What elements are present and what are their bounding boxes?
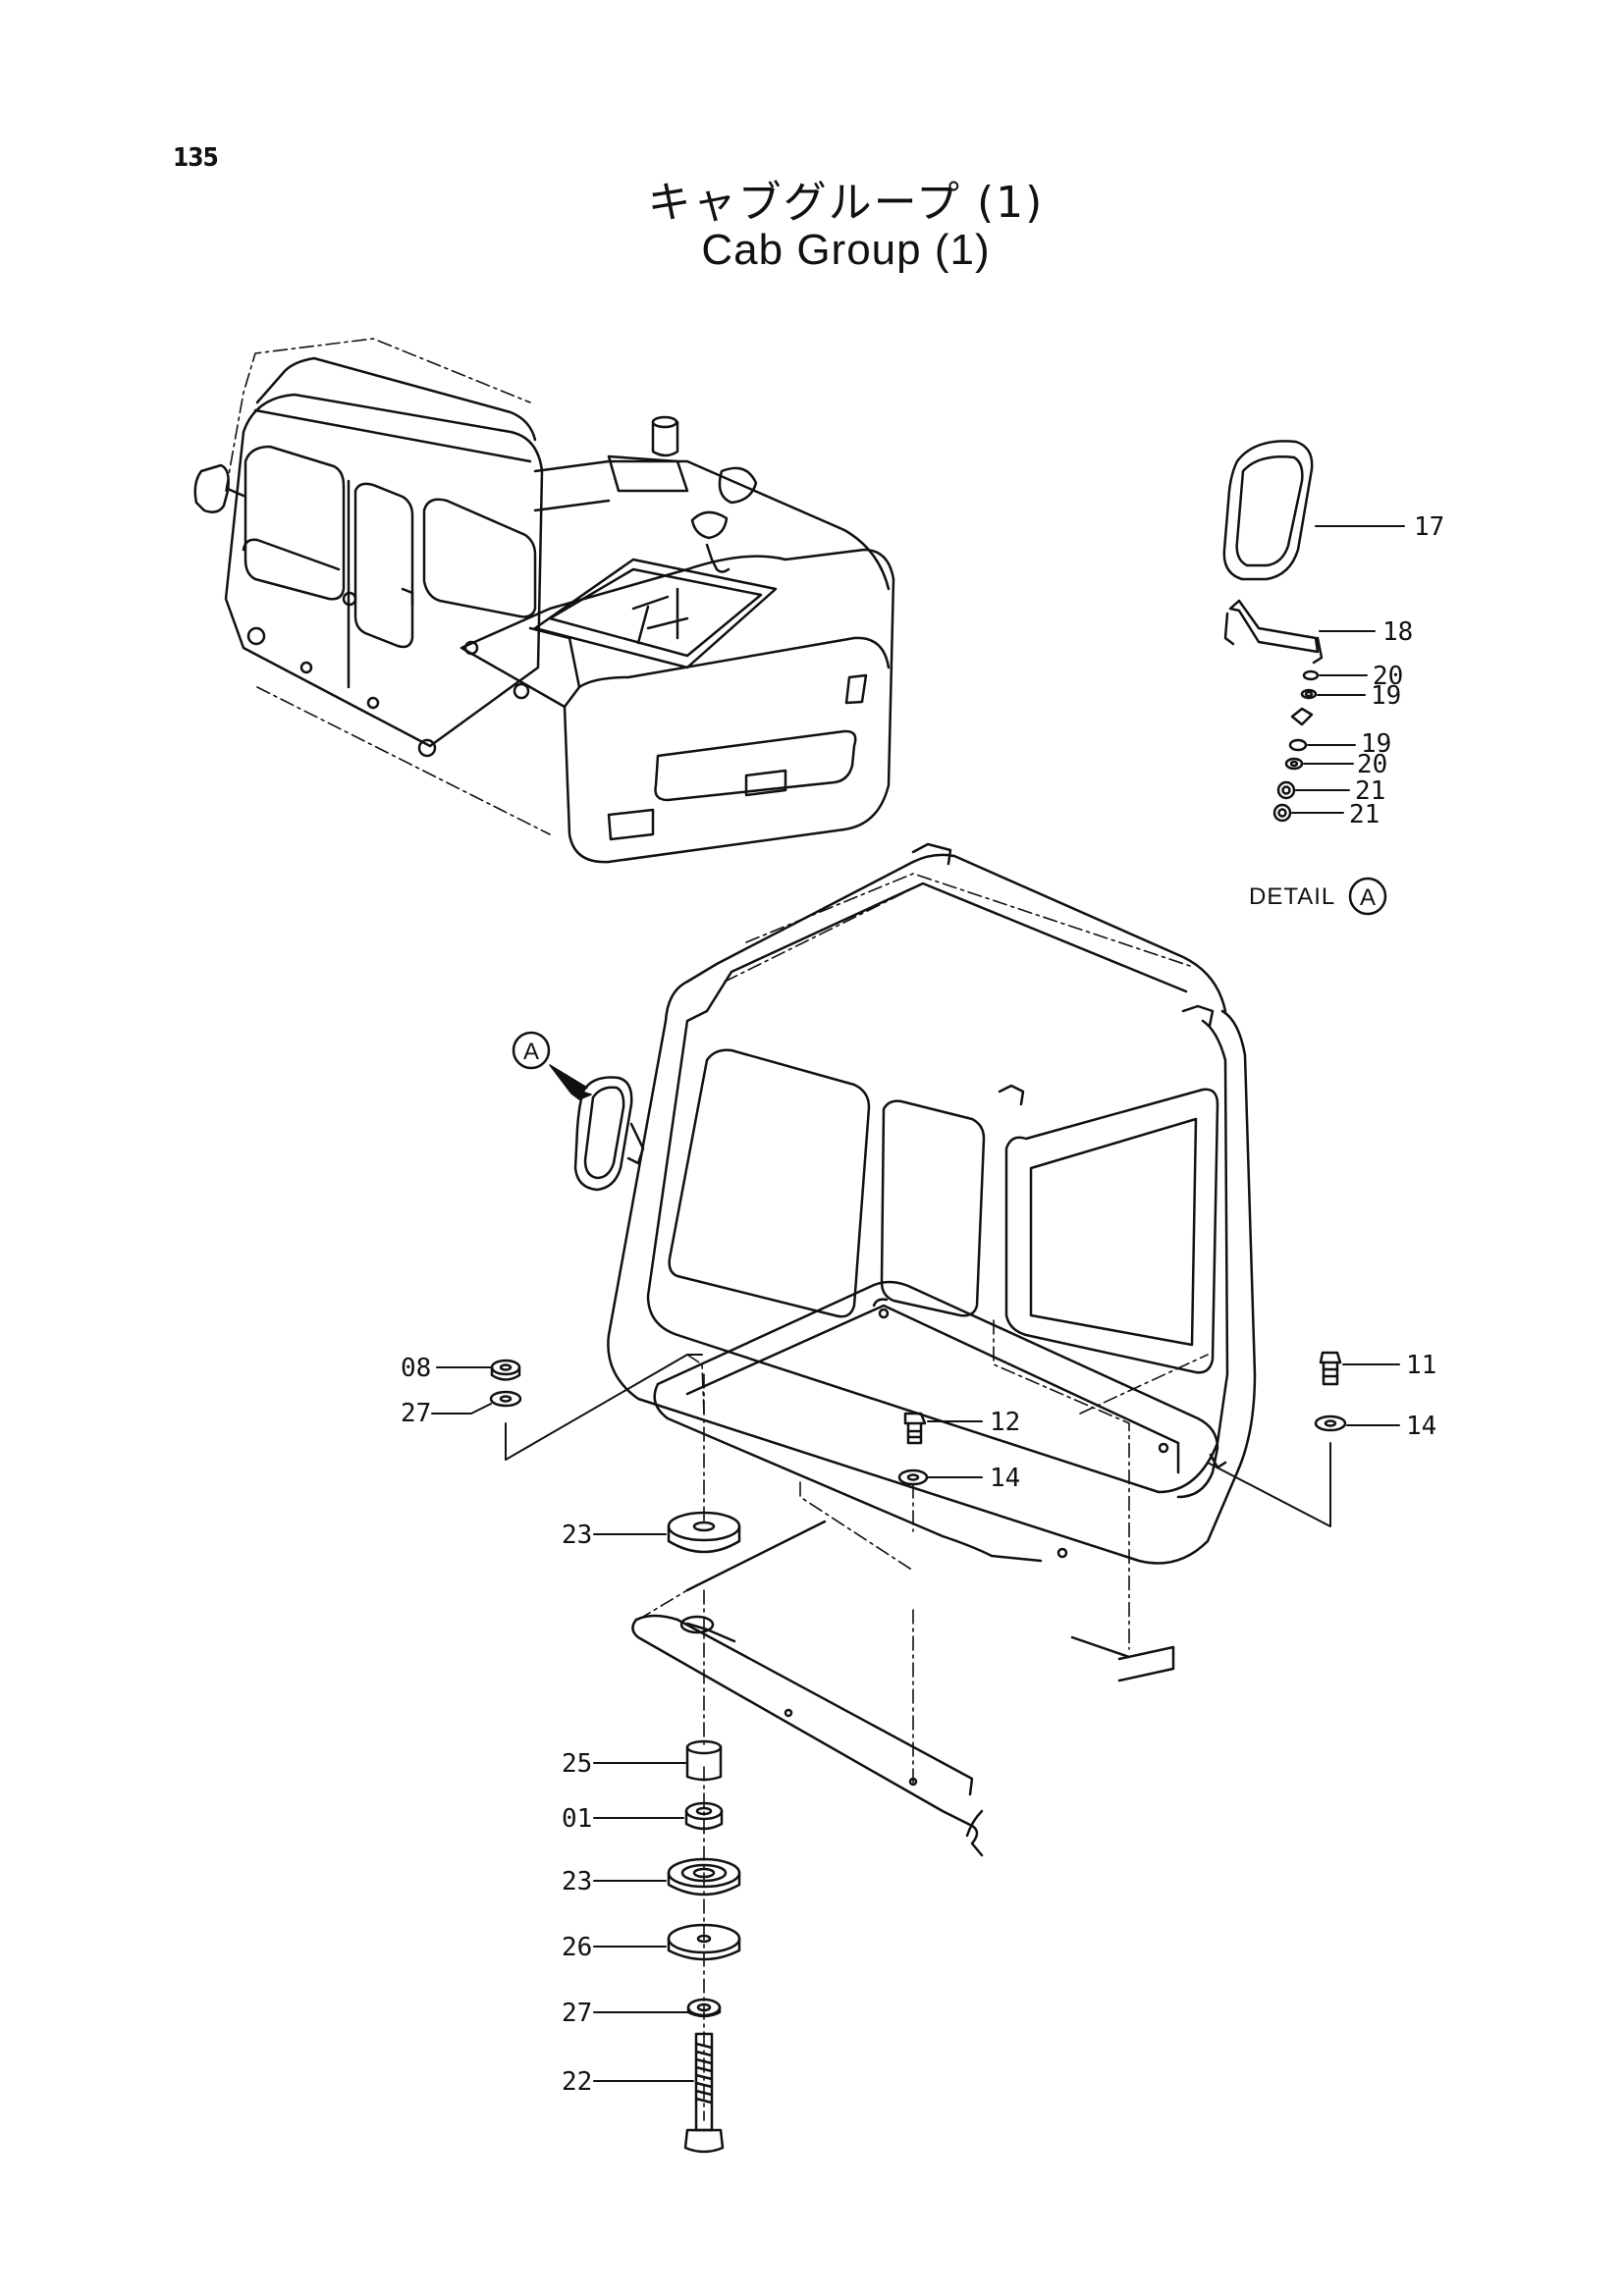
mirror-detail-exploded-view (1222, 440, 1405, 916)
callout-25: 25 (562, 1749, 592, 1779)
page-number: 135 (173, 143, 219, 173)
cab-mount-hardware (431, 1319, 1400, 2154)
callout-17: 17 (1414, 512, 1444, 542)
callout-14-center: 14 (990, 1464, 1020, 1493)
machine-overview-illustration (193, 338, 895, 864)
callout-08: 08 (401, 1354, 431, 1383)
callout-21-lower: 21 (1349, 800, 1380, 829)
callout-19-upper: 19 (1371, 681, 1401, 711)
mirror-pointer-label: A (523, 1039, 540, 1065)
callout-21-upper: 21 (1355, 776, 1385, 806)
cab-mirror-reference (512, 1031, 645, 1192)
detail-ref-circle-label: A (1360, 884, 1377, 911)
callout-22: 22 (562, 2067, 592, 2097)
callout-23-upper: 23 (562, 1521, 592, 1550)
callout-18: 18 (1382, 617, 1413, 647)
page-title-japanese: キャブグループ (1) (647, 178, 1045, 228)
callout-27-upper: 27 (401, 1399, 431, 1428)
callout-23-lower: 23 (562, 1867, 592, 1896)
callout-12: 12 (990, 1408, 1020, 1437)
main-cab-illustration (607, 842, 1257, 1857)
callout-11: 11 (1406, 1351, 1436, 1380)
callout-27-lower: 27 (562, 1999, 592, 2028)
callout-01: 01 (562, 1804, 592, 1834)
detail-label: DETAIL (1249, 883, 1335, 910)
callout-26: 26 (562, 1933, 592, 1962)
callout-19-lower: 19 (1361, 729, 1391, 759)
callout-20-lower: 20 (1357, 750, 1387, 779)
page-title-english: Cab Group (1) (701, 226, 991, 274)
callout-20-upper: 20 (1373, 662, 1403, 691)
callout-14-right: 14 (1406, 1412, 1436, 1441)
